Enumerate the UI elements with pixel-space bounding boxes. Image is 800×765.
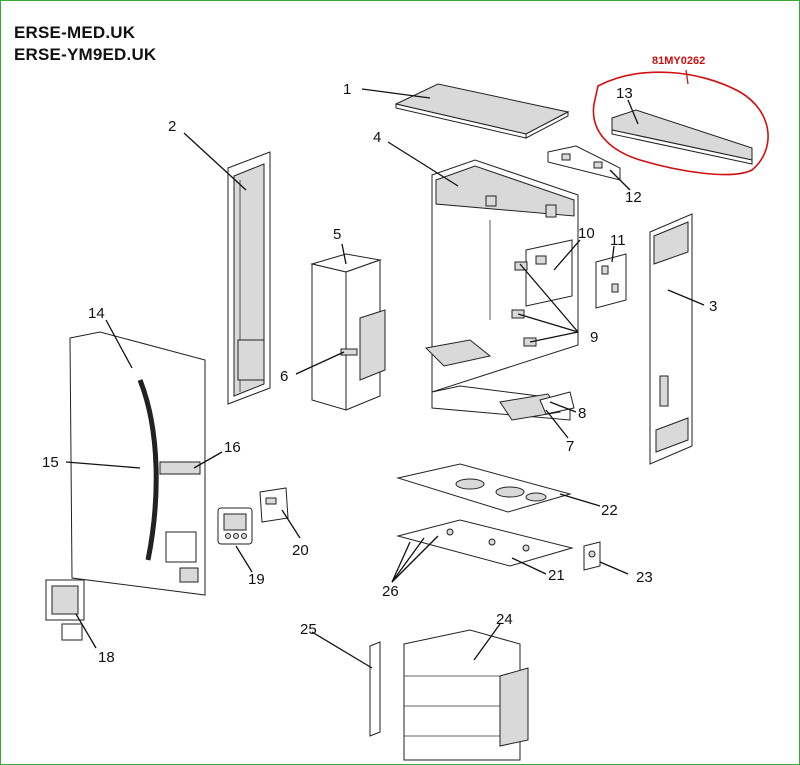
callout-8: 8 <box>578 405 586 422</box>
callout-10: 10 <box>578 225 595 242</box>
callout-21: 21 <box>548 567 565 584</box>
part-18-frame <box>45 579 85 641</box>
part-4-back-frame <box>424 159 579 421</box>
callout-5: 5 <box>333 226 341 243</box>
part-23-bracket <box>583 541 601 571</box>
part-24-rack <box>403 629 529 761</box>
callout-7: 7 <box>566 438 574 455</box>
callout-26: 26 <box>382 583 399 600</box>
part-3-side-panel <box>649 213 693 465</box>
highlight-pointer <box>685 69 689 85</box>
callout-15: 15 <box>42 454 59 471</box>
part-13-perforated-rail <box>611 109 753 165</box>
part-14-front-panel <box>69 331 206 596</box>
callout-22: 22 <box>601 502 618 519</box>
part-11-bracket <box>595 253 627 309</box>
callout-4: 4 <box>373 129 381 146</box>
leader-lines <box>65 88 705 669</box>
callout-12: 12 <box>625 189 642 206</box>
callout-6: 6 <box>280 368 288 385</box>
part-22-base-tray <box>396 463 572 513</box>
callout-13: 13 <box>616 85 633 102</box>
callout-11: 11 <box>610 232 626 249</box>
callout-24: 24 <box>496 611 513 628</box>
callout-2: 2 <box>168 118 176 135</box>
callout-19: 19 <box>248 571 265 588</box>
part-21-base-frame <box>396 519 574 567</box>
part-20-control-board <box>259 487 289 523</box>
callout-25: 25 <box>300 621 317 638</box>
callout-numbers: 1 2 3 4 5 6 7 8 9 10 11 12 13 14 15 16 1… <box>42 81 717 666</box>
callout-16: 16 <box>224 439 241 456</box>
part-6-connector <box>340 348 358 356</box>
callout-9: 9 <box>590 329 598 346</box>
part-5-duct-box <box>310 253 386 411</box>
part-1-top-panel <box>394 83 570 139</box>
callout-14: 14 <box>88 305 105 322</box>
part-2-side-panel <box>227 151 271 405</box>
callout-20: 20 <box>292 542 309 559</box>
callout-3: 3 <box>709 298 717 315</box>
callout-1: 1 <box>343 81 351 98</box>
model-title-2: ERSE-YM9ED.UK <box>14 45 157 64</box>
highlight-ref-code: 81MY0262 <box>652 55 705 67</box>
part-12-rail <box>547 145 621 181</box>
callout-18: 18 <box>98 649 115 666</box>
part-19-remote-controller <box>217 507 253 545</box>
part-10-plate <box>525 239 573 307</box>
part-25-strip <box>369 641 381 737</box>
model-title-1: ERSE-MED.UK <box>14 23 136 42</box>
callout-23: 23 <box>636 569 653 586</box>
